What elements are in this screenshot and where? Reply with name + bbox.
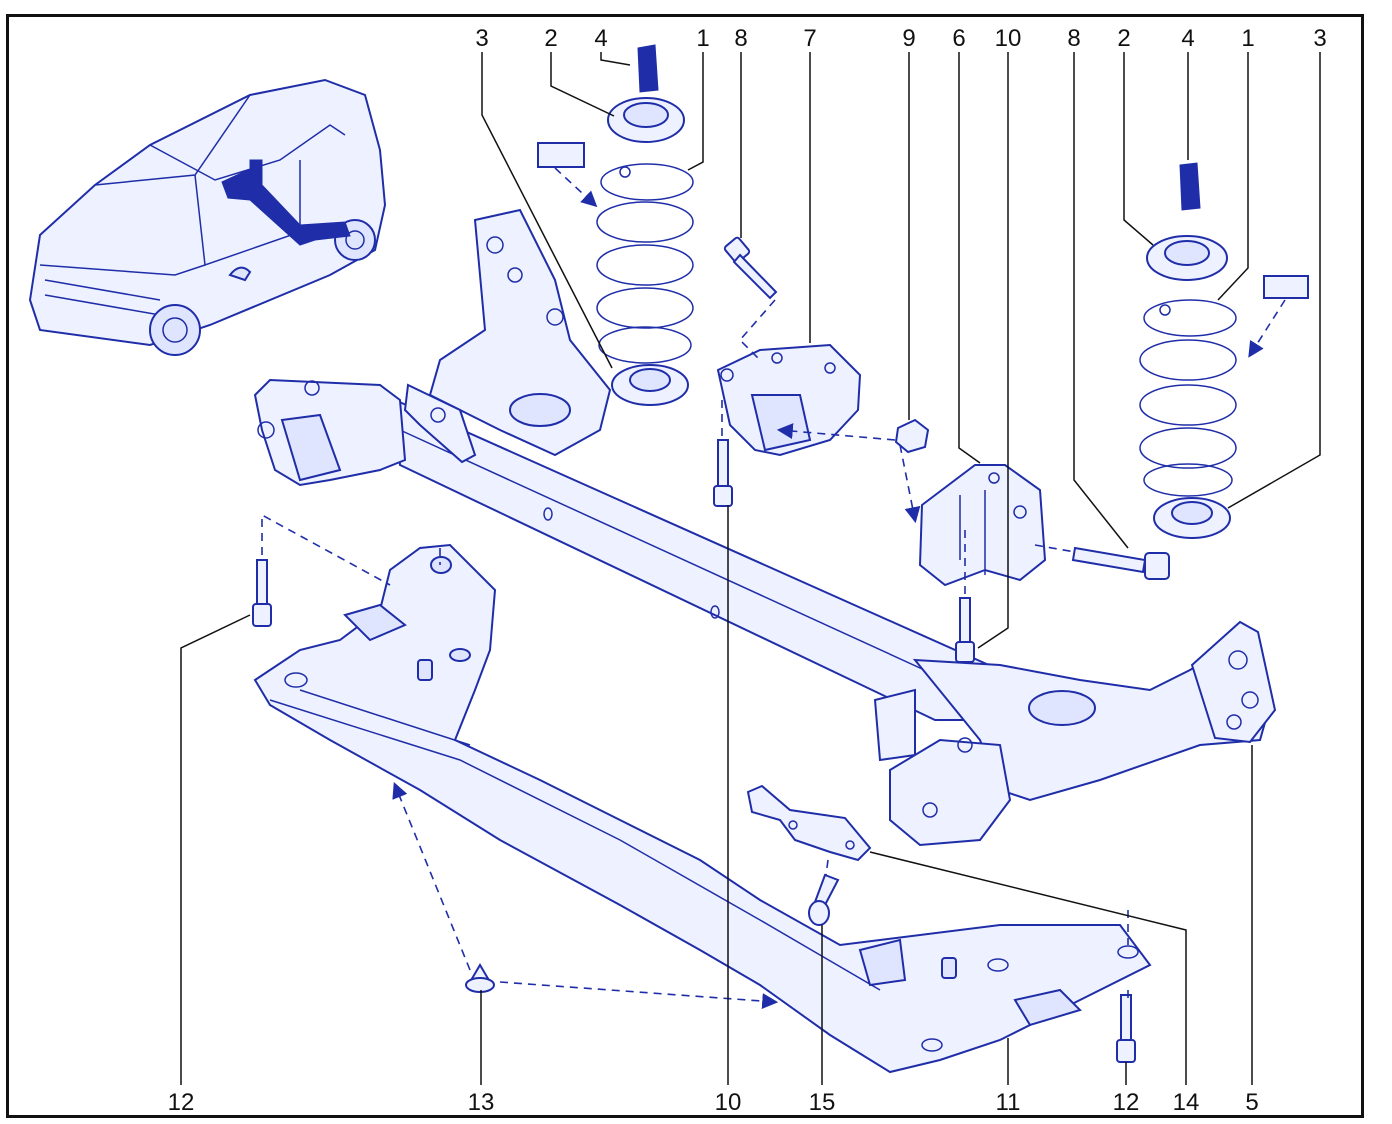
callout-10-top: 10 — [995, 25, 1022, 52]
callout-2-left: 2 — [544, 25, 557, 52]
bump-stop-left — [637, 44, 659, 93]
clip-13 — [465, 963, 495, 993]
under-shield-11 — [253, 543, 1152, 1074]
callout-11: 11 — [996, 1089, 1021, 1116]
bracket-14 — [746, 784, 872, 862]
rear-axle-beam — [253, 208, 1277, 847]
callout-10-bottom: 10 — [715, 1089, 742, 1116]
upper-seat-right — [1146, 235, 1228, 281]
tag-right — [1263, 275, 1309, 299]
callout-5: 5 — [1245, 1089, 1258, 1116]
spring-right — [1139, 299, 1237, 497]
callout-14: 14 — [1173, 1089, 1200, 1116]
callout-1-right: 1 — [1241, 25, 1254, 52]
callout-7: 7 — [803, 25, 816, 52]
assembly-arrows — [261, 167, 1286, 1010]
lower-seat-left — [611, 364, 689, 406]
callout-6: 6 — [952, 25, 965, 52]
car-illustration — [28, 78, 387, 356]
callout-15: 15 — [809, 1089, 836, 1116]
callout-3-left: 3 — [475, 25, 488, 52]
lower-seat-right — [1153, 497, 1231, 539]
callout-3-right: 3 — [1313, 25, 1326, 52]
bolt-10-left — [713, 439, 733, 507]
callout-13: 13 — [468, 1089, 495, 1116]
callout-4-right: 4 — [1181, 25, 1194, 52]
bracket-7 — [716, 343, 862, 457]
tag-left — [537, 142, 585, 168]
bump-stop-right — [1179, 162, 1201, 211]
bolt-15 — [808, 873, 840, 926]
callouts-bottom: 12 13 10 15 11 12 14 5 — [168, 1089, 1259, 1116]
bolt-8-left — [723, 236, 778, 300]
callout-8-left: 8 — [734, 25, 747, 52]
upper-seat-left — [607, 97, 685, 143]
bolt-10-right — [955, 597, 975, 663]
callouts-top: 3 2 4 1 8 7 9 6 10 8 2 4 1 3 — [475, 25, 1326, 52]
bolt-12-left — [252, 559, 272, 627]
spring-left — [596, 163, 694, 364]
callout-12-left: 12 — [168, 1089, 195, 1116]
callout-2-right: 2 — [1117, 25, 1130, 52]
bolt-8-right — [1071, 546, 1170, 580]
bracket-6 — [918, 464, 1047, 587]
callout-9: 9 — [902, 25, 915, 52]
leader-lines — [180, 52, 1321, 1085]
callout-4-left: 4 — [594, 25, 607, 52]
nut-9 — [894, 418, 930, 454]
callout-1-left: 1 — [696, 25, 709, 52]
callout-8-right: 8 — [1067, 25, 1080, 52]
bolt-12-right — [1116, 994, 1136, 1063]
callout-12-right: 12 — [1113, 1089, 1140, 1116]
